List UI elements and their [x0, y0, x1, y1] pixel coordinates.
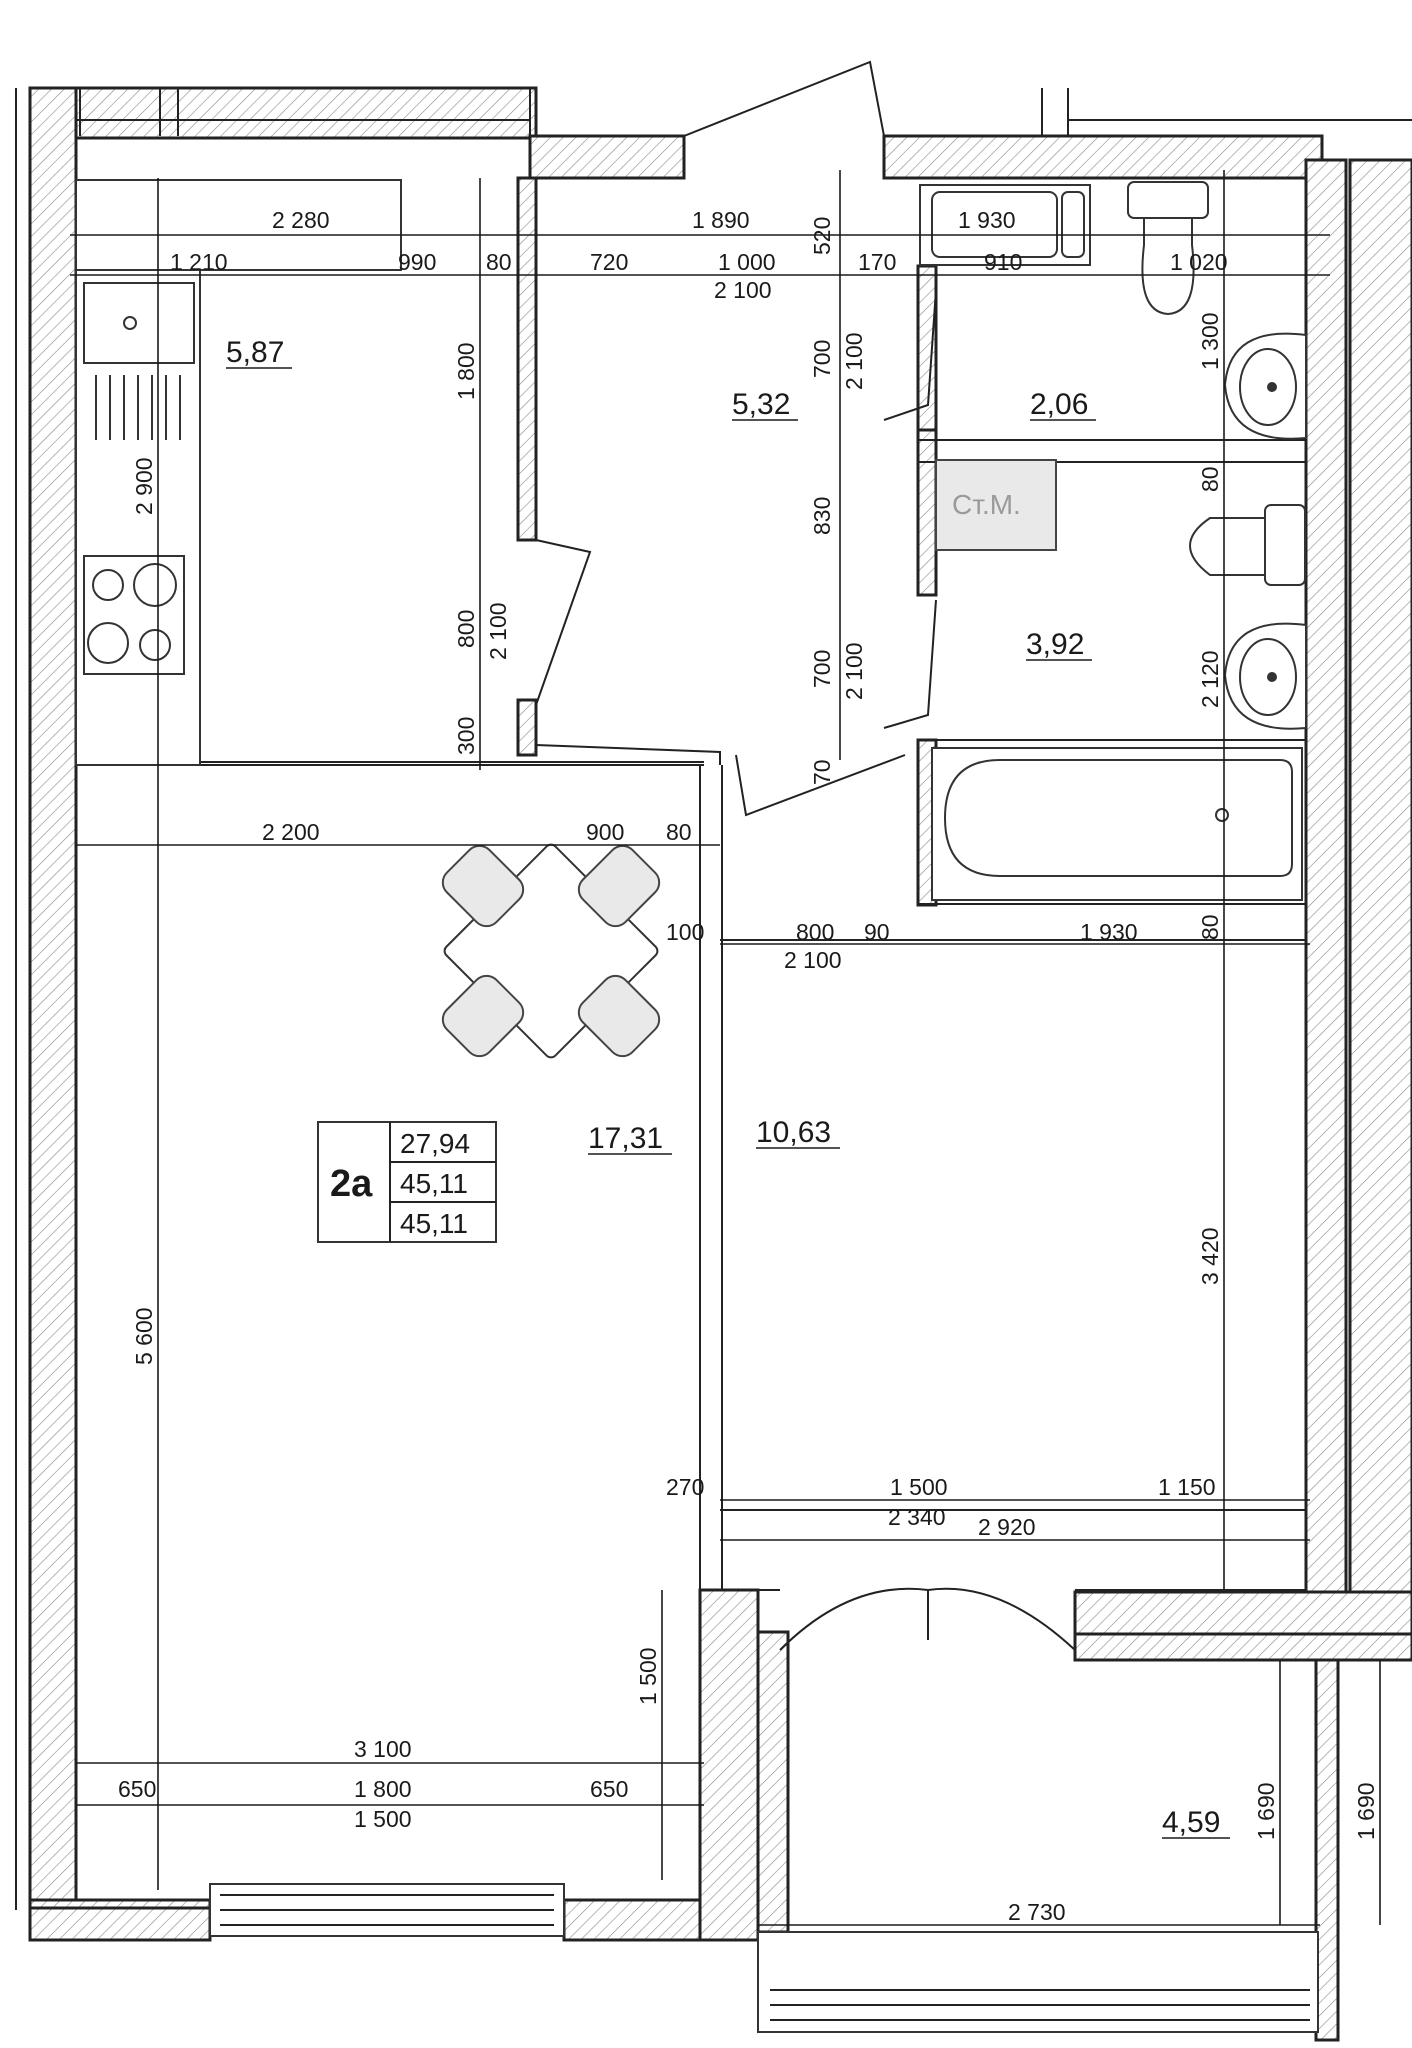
walls	[15, 86, 1412, 2042]
dim-h-18: 1 930	[1080, 919, 1138, 945]
dim-h-28: 650	[590, 1776, 628, 1802]
area-loggia: 4,59	[1162, 1806, 1220, 1839]
bath-toilet-divider	[917, 439, 1307, 463]
dim-h-2: 1 930	[958, 207, 1016, 233]
toilet-fixture	[1127, 181, 1209, 316]
dim-v-10: 2 100	[841, 642, 867, 700]
dim-h-30: 2 730	[1008, 1899, 1066, 1925]
dim-v-9: 700	[809, 650, 835, 688]
room-areas: 5,87 5,32 2,06 3,92 17,31 10,63 4,59	[226, 336, 1230, 1839]
dim-v-4: 1 300	[1197, 312, 1223, 370]
dim-h-15: 100	[666, 919, 704, 945]
fixtures: Ст.М.	[75, 179, 1307, 1059]
dim-h-29: 1 500	[354, 1806, 412, 1832]
dim-v-1: 1 800	[453, 342, 479, 400]
sink	[83, 282, 195, 364]
dim-v-16: 3 420	[1197, 1227, 1223, 1285]
area-living-room: 17,31	[588, 1122, 663, 1155]
total-area-value: 45,11	[400, 1168, 468, 1199]
dim-h-20: 270	[666, 1474, 704, 1500]
loggia-window	[757, 1931, 1319, 2033]
entrance-door[interactable]	[683, 60, 885, 137]
area-bedroom: 10,63	[756, 1116, 831, 1149]
dim-v-13: 70	[809, 759, 835, 785]
washing-machine-label: Ст.М.	[952, 489, 1021, 520]
dim-v-3: 2 100	[841, 332, 867, 390]
area-hallway: 5,32	[732, 388, 790, 421]
dim-h-23: 2 340	[888, 1504, 946, 1530]
washbasin-1	[1223, 332, 1307, 440]
dim-h-12: 2 200	[262, 819, 320, 845]
loggia-top-wall	[1073, 1590, 1412, 1636]
dim-h-6: 720	[590, 249, 628, 275]
loggia-door[interactable]	[779, 1587, 1076, 1651]
dining-table	[441, 843, 661, 1059]
dim-h-10: 1 020	[1170, 249, 1228, 275]
dim-h-11: 2 100	[714, 277, 772, 303]
apartment-tag: 2а 27,94 45,11 45,11	[317, 1121, 497, 1243]
toilet-fixture-2	[1189, 504, 1306, 586]
dim-v-12: 300	[453, 717, 479, 755]
dim-h-3: 1 210	[170, 249, 228, 275]
dim-v-8: 2 100	[485, 602, 511, 660]
living-area-value: 27,94	[400, 1128, 470, 1159]
dim-h-22: 1 150	[1158, 1474, 1216, 1500]
dim-h-26: 650	[118, 1776, 156, 1802]
kitchen-hall-partition	[516, 176, 538, 542]
right-wall	[1304, 158, 1348, 1595]
dim-v-14: 2 900	[131, 457, 157, 515]
dim-h-14: 80	[666, 819, 692, 845]
dim-v-0: 520	[809, 217, 835, 255]
top-wall-middle	[528, 134, 686, 180]
dim-h-21: 1 500	[890, 1474, 948, 1500]
total-area-value-2: 45,11	[400, 1208, 468, 1239]
dim-h-25: 3 100	[354, 1736, 412, 1762]
dim-h-24: 2 920	[978, 1514, 1036, 1540]
dim-h-1: 1 890	[692, 207, 750, 233]
dim-v-17: 5 600	[131, 1307, 157, 1365]
doors	[535, 60, 1076, 1651]
dim-v-18: 1 500	[635, 1647, 661, 1705]
area-bathroom: 3,92	[1026, 628, 1084, 661]
dim-v-19: 1 690	[1253, 1782, 1279, 1840]
dimension-lines	[70, 170, 1381, 1926]
dim-h-13: 900	[586, 819, 624, 845]
bathtub	[931, 747, 1303, 901]
dim-h-19: 2 100	[784, 947, 842, 973]
top-wall-right	[882, 134, 1324, 180]
dim-h-27: 1 800	[354, 1776, 412, 1802]
apartment-number: 2а	[330, 1163, 373, 1205]
dim-h-0: 2 280	[272, 207, 330, 233]
horizontal-dimensions: 2 280 1 890 1 930 1 210 990 80 720 1 000…	[118, 207, 1228, 1925]
dim-v-6: 80	[1197, 466, 1223, 492]
washbasin-2	[1223, 622, 1307, 730]
dim-v-20: 1 690	[1353, 1782, 1379, 1840]
top-wall-left	[74, 86, 538, 140]
area-kitchen-corner: 5,87	[226, 336, 284, 369]
dim-v-15: 80	[1197, 914, 1223, 940]
dim-h-4: 990	[398, 249, 436, 275]
dim-v-7: 800	[453, 610, 479, 648]
vertical-dimensions: 520 1 800 700 2 100 1 300 830 80 800 2 1…	[131, 217, 1379, 1840]
dim-h-5: 80	[486, 249, 512, 275]
area-toilet: 2,06	[1030, 388, 1088, 421]
loggia-left-wall	[698, 1588, 760, 1942]
bath-partition-1	[916, 264, 938, 444]
dim-v-2: 700	[809, 340, 835, 378]
dim-h-8: 170	[858, 249, 896, 275]
left-wall	[28, 86, 78, 1910]
dim-h-7: 1 000	[718, 249, 776, 275]
dim-h-16: 800	[796, 919, 834, 945]
washing-machine	[935, 459, 1057, 551]
dim-h-9: 910	[984, 249, 1022, 275]
dim-h-17: 90	[864, 919, 890, 945]
dim-v-5: 830	[809, 497, 835, 535]
dim-v-11: 2 120	[1197, 650, 1223, 708]
